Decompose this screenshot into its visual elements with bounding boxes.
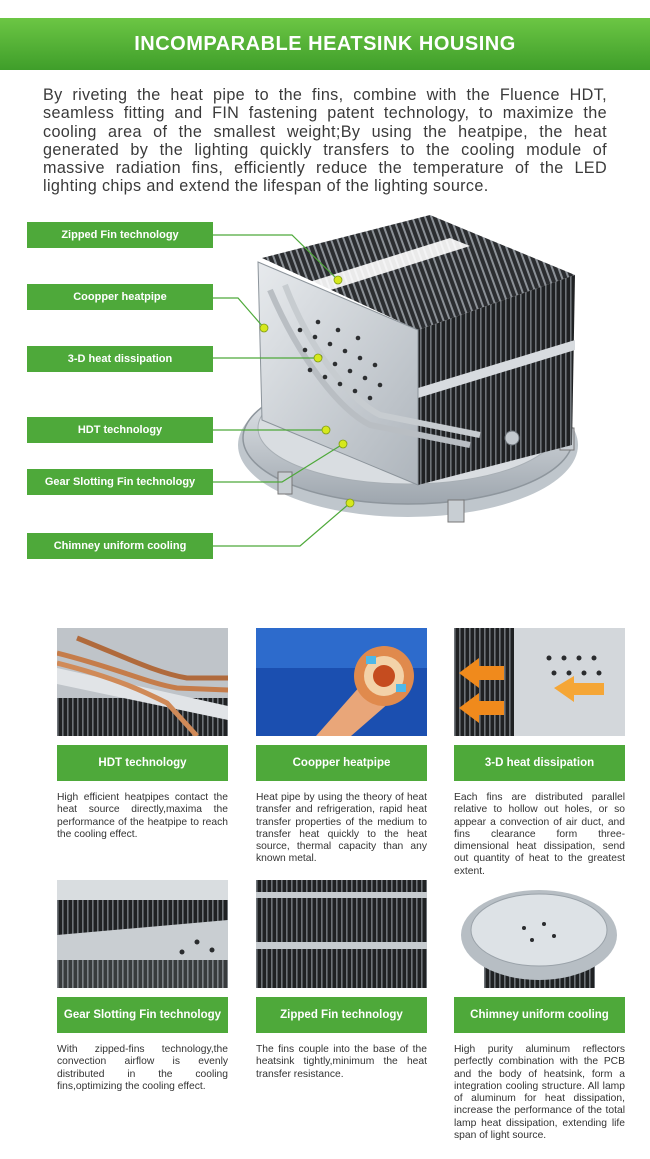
callout-zipped-fin: Zipped Fin technology (27, 222, 213, 248)
feature-label-hdt: HDT technology (57, 745, 228, 781)
callout-label: Coopper heatpipe (73, 291, 167, 303)
feature-label-chimney: Chimney uniform cooling (454, 997, 625, 1033)
intro-paragraph: By riveting the heat pipe to the fins, c… (43, 86, 607, 196)
callout-gear-slotting: Gear Slotting Fin technology (27, 469, 213, 495)
zipped-fin-photo (256, 880, 427, 988)
feature-desc-3d: Each fins are distributed parallel relat… (454, 792, 625, 877)
callout-copper-heatpipe: Coopper heatpipe (27, 284, 213, 310)
callout-label: Gear Slotting Fin technology (44, 476, 196, 488)
feature-label-copper: Coopper heatpipe (256, 745, 427, 781)
feature-desc-hdt: High efficient heatpipes contact the hea… (57, 792, 228, 840)
heatsink-illustration (213, 215, 578, 547)
feature-desc-zipped: The fins couple into the base of the hea… (256, 1044, 427, 1080)
feature-desc-chimney: High purity aluminum reflectors perfectl… (454, 1044, 625, 1142)
callout-label: Chimney uniform cooling (53, 540, 187, 552)
section-banner: INCOMPARABLE HEATSINK HOUSING (0, 18, 650, 70)
heatsink-diagram: Zipped Fin technology Coopper heatpipe 3… (0, 210, 650, 570)
callout-hdt: HDT technology (27, 417, 213, 443)
feature-label-text: HDT technology (98, 757, 187, 769)
chimney-cooling-photo (454, 880, 625, 988)
gear-slotting-photo (57, 880, 228, 988)
copper-heatpipe-photo (256, 628, 427, 736)
hdt-photo (57, 628, 228, 736)
callout-3d-dissipation: 3-D heat dissipation (27, 346, 213, 372)
3d-dissipation-photo (454, 628, 625, 736)
callout-label: HDT technology (77, 424, 163, 436)
callout-label: Zipped Fin technology (61, 229, 179, 241)
callout-chimney: Chimney uniform cooling (27, 533, 213, 559)
feature-label-3d: 3-D heat dissipation (454, 745, 625, 781)
feature-desc-gear: With zipped-fins technology,the convecti… (57, 1044, 228, 1092)
feature-label-zipped: Zipped Fin technology (256, 997, 427, 1033)
page-title: INCOMPARABLE HEATSINK HOUSING (134, 33, 516, 55)
feature-label-text: Chimney uniform cooling (470, 1009, 609, 1021)
feature-label-text: Gear Slotting Fin technology (63, 1009, 222, 1021)
feature-label-text: 3-D heat dissipation (484, 757, 595, 769)
feature-label-gear: Gear Slotting Fin technology (57, 997, 228, 1033)
callout-label: 3-D heat dissipation (67, 353, 173, 365)
feature-label-text: Zipped Fin technology (280, 1009, 403, 1021)
feature-desc-copper: Heat pipe by using the theory of heat tr… (256, 792, 427, 865)
feature-label-text: Coopper heatpipe (292, 757, 391, 769)
